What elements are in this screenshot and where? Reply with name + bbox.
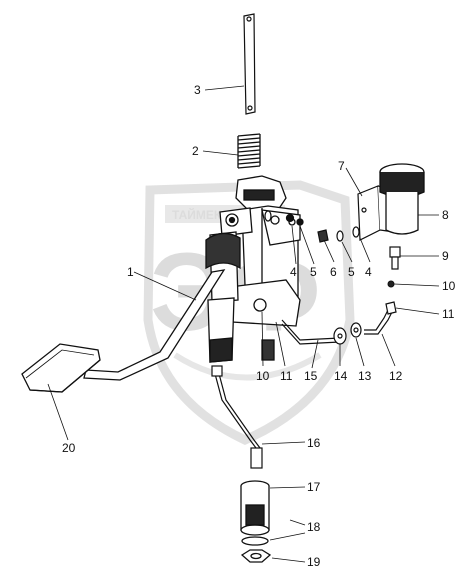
washer-part-10 <box>387 280 395 288</box>
pipe-part-16 <box>211 365 263 469</box>
rod-part-3 <box>243 13 256 115</box>
small-hardware-4-5-6 <box>264 210 360 243</box>
washer-part-18 <box>241 536 269 546</box>
pipe-part-15 <box>281 319 341 345</box>
callout-1: 1 <box>127 265 134 279</box>
callout-13: 13 <box>358 369 372 383</box>
callout-2: 2 <box>192 144 199 158</box>
callout-6: 6 <box>330 265 337 279</box>
callout-18: 18 <box>307 520 321 534</box>
callout-11b: 11 <box>442 307 455 321</box>
callout-3: 3 <box>194 83 201 97</box>
reservoir-part-8 <box>379 163 425 235</box>
callout-7: 7 <box>338 159 345 173</box>
pipe-part-12 <box>364 309 393 335</box>
callout-labels: 3 2 1 4 5 6 5 4 7 8 9 10 11 12 13 14 15 … <box>62 83 456 569</box>
callout-14: 14 <box>334 369 348 383</box>
pedal-lever-part-1 <box>83 269 226 381</box>
callout-5a: 5 <box>310 265 317 279</box>
fitting-part-17 <box>240 480 270 536</box>
callout-10a: 10 <box>256 369 270 383</box>
watermark-brand-text: ТАЙМЕКС <box>172 207 230 222</box>
callout-19: 19 <box>307 555 321 569</box>
callout-9: 9 <box>442 249 449 263</box>
main-bracket-assembly <box>205 175 304 363</box>
callout-8: 8 <box>442 208 449 222</box>
callout-10b: 10 <box>442 279 456 293</box>
fitting-part-9 <box>389 246 401 270</box>
nut-part-11 <box>385 301 397 315</box>
leader-lines <box>47 85 440 563</box>
gasket-part-14 <box>333 327 347 345</box>
callout-4b: 4 <box>365 265 372 279</box>
nut-part-19 <box>240 549 272 563</box>
callout-17: 17 <box>307 480 321 494</box>
callout-15: 15 <box>304 369 318 383</box>
spring-part-2 <box>237 133 261 169</box>
callout-20: 20 <box>62 441 76 455</box>
callout-16: 16 <box>307 436 321 450</box>
callout-11a: 11 <box>280 369 293 383</box>
gasket-part-13 <box>350 322 362 338</box>
callout-4a: 4 <box>290 265 297 279</box>
callout-12: 12 <box>389 369 403 383</box>
pedal-pad-part-20 <box>21 343 101 393</box>
callout-5b: 5 <box>348 265 355 279</box>
